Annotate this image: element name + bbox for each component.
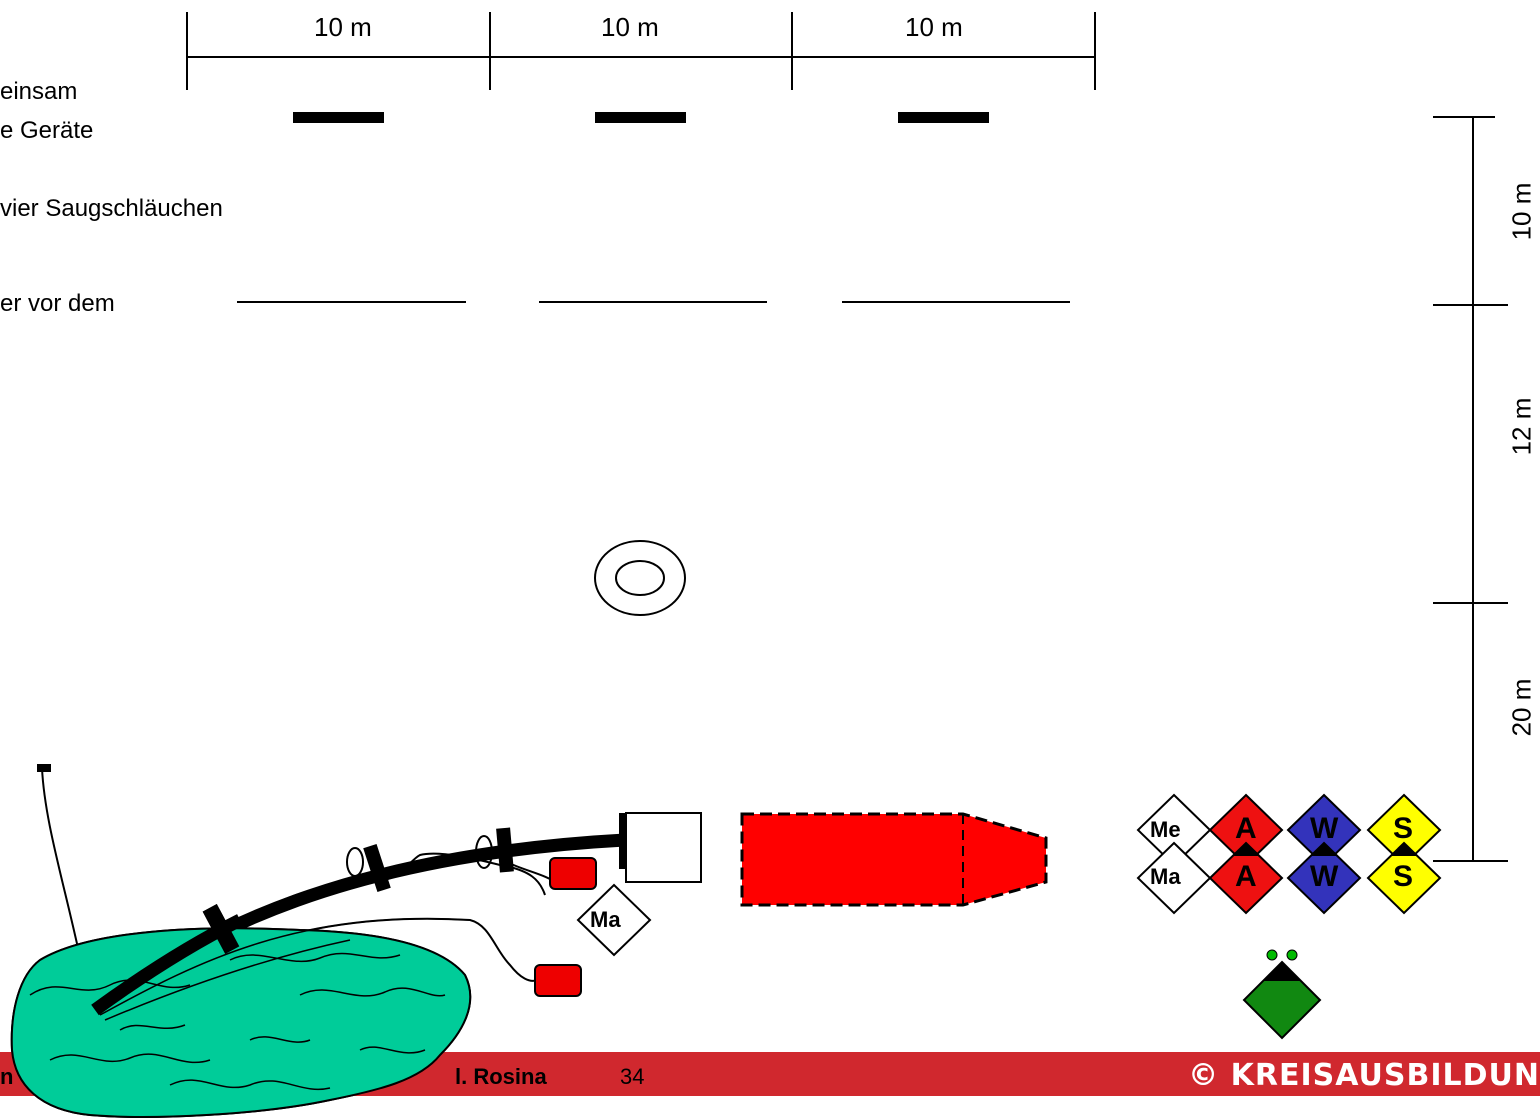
crew-ma-label: Ma [1150, 864, 1181, 889]
crew-a2-symbol [1208, 841, 1284, 915]
machinist-symbol [576, 883, 652, 957]
intro-line-4: er vor dem [0, 290, 115, 317]
fire-vehicle [740, 812, 1048, 907]
crew-a1-label: A [1235, 812, 1257, 845]
right-measure-2: 12 m [1506, 397, 1537, 456]
marker-bar-2 [595, 112, 686, 123]
crew-a2-label: A [1235, 860, 1257, 893]
top-measure-2: 10 m [601, 12, 659, 42]
red-device-1 [549, 857, 597, 890]
group-leader-symbol [1242, 949, 1322, 1040]
machinist-label: Ma [590, 907, 621, 932]
intro-line-3: vier Saugschläuchen [0, 195, 223, 222]
footer-author: l. Rosina [455, 1064, 547, 1089]
rope-handle [37, 764, 51, 772]
right-measure-1: 10 m [1506, 182, 1537, 241]
top-measure-1: 10 m [314, 12, 372, 42]
hydrant-symbol [594, 540, 686, 616]
intro-line-2: e Geräte [0, 117, 94, 144]
marker-bar-1 [293, 112, 384, 123]
marker-bar-3 [898, 112, 989, 123]
pump-box [625, 812, 702, 883]
intro-line-1: einsam [0, 78, 78, 105]
footer-brand: © KREISAUSBILDUN [1188, 1058, 1540, 1093]
crew-s1-label: S [1393, 812, 1414, 845]
top-measure-3: 10 m [905, 12, 963, 42]
crew-w1-label: W [1310, 812, 1339, 845]
top-measurement-scale [186, 12, 1096, 90]
crew-s2-label: S [1393, 860, 1414, 893]
crew-w2-label: W [1310, 860, 1339, 893]
crew-w2-symbol [1286, 841, 1362, 915]
right-measurement-scale [1433, 116, 1508, 862]
footer-left-fragment: n [0, 1064, 14, 1089]
crew-ma-symbol [1136, 841, 1212, 915]
crew-me-label: Me [1150, 817, 1181, 842]
right-measure-3: 20 m [1506, 678, 1537, 737]
crew-s2-symbol [1366, 841, 1442, 915]
red-device-2 [534, 964, 582, 997]
hose-knots [346, 835, 493, 877]
footer-page-number: 34 [620, 1064, 645, 1089]
